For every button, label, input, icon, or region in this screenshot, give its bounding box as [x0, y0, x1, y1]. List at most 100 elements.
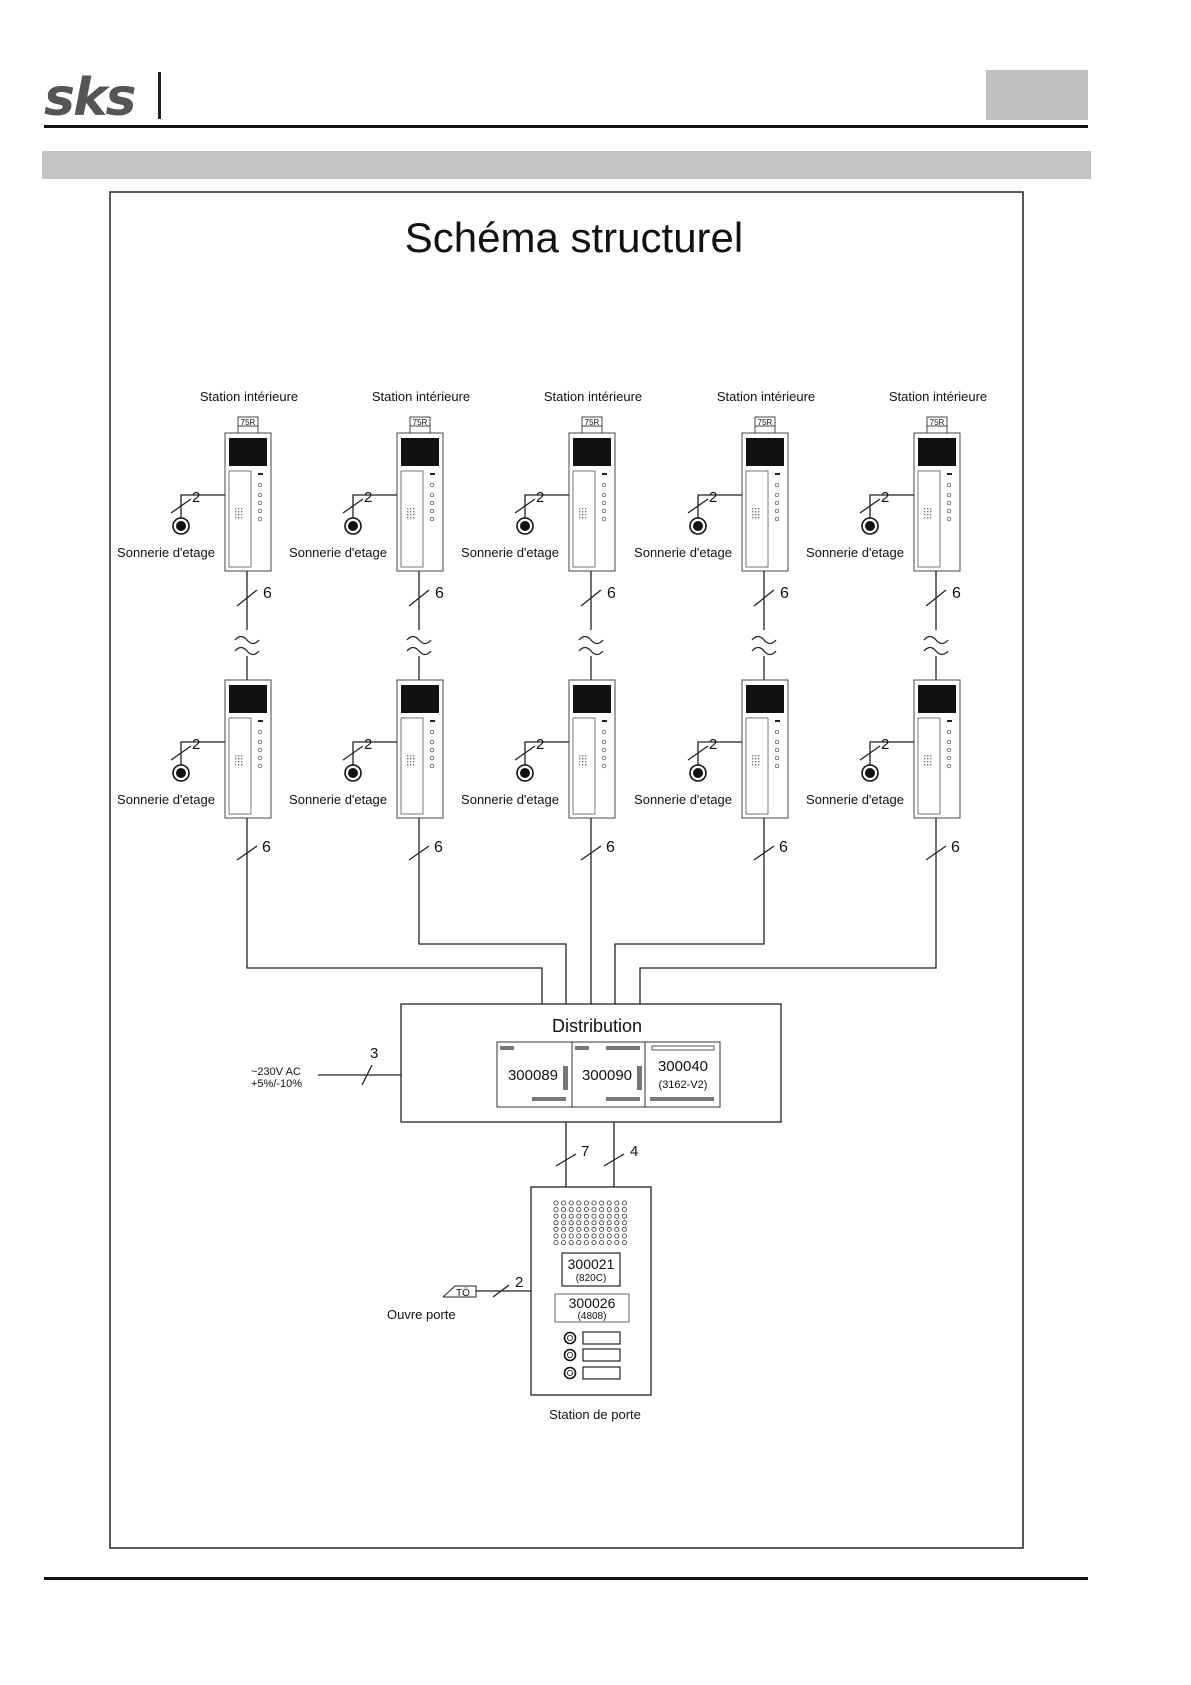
trunk-wire-count: 6 — [779, 839, 788, 856]
speaker-hole — [606, 1226, 612, 1232]
indoor-station-mic-dot — [752, 755, 754, 757]
terminating-resistor — [754, 416, 776, 427]
speaker-hole — [591, 1233, 597, 1239]
door-opener: 2 TÖ Ouvre porte — [387, 1274, 531, 1322]
indoor-station-button — [774, 492, 780, 498]
indoor-station-mic-dot — [927, 508, 929, 510]
bell-wire-count: 2 — [881, 736, 889, 753]
speaker-hole — [553, 1200, 559, 1206]
speaker-hole — [599, 1200, 605, 1206]
indoor-station-mic-dot — [930, 514, 932, 516]
indoor-station-mic-dot — [924, 758, 926, 760]
speaker-hole — [583, 1233, 589, 1239]
indoor-station-button — [257, 516, 263, 522]
indoor-station-screen — [746, 438, 784, 466]
indoor-station-mic-dot — [235, 755, 237, 757]
bell-wire-tick — [342, 498, 364, 514]
door-module-2-label: 300026 — [569, 1295, 616, 1311]
speaker-grille — [553, 1200, 627, 1246]
indoor-station-handset — [572, 470, 596, 568]
indoor-station-handset — [745, 470, 769, 568]
bell-wire-count: 2 — [192, 736, 200, 753]
module-300090-label: 300090 — [582, 1067, 632, 1084]
indoor-station-mic-dot — [585, 517, 587, 519]
indoor-station-mic-dot — [413, 758, 415, 760]
indoor-station-mic-dot — [930, 758, 932, 760]
indoor-station-mic-dot — [582, 514, 584, 516]
indoor-station-mic-dot — [238, 761, 240, 763]
indoor-station-handset — [745, 717, 769, 815]
indoor-station-label: Station intérieure — [200, 389, 298, 404]
speaker-hole — [606, 1213, 612, 1219]
indoor-station-mic-dot — [758, 511, 760, 513]
call-button-3 — [563, 1366, 577, 1380]
speaker-hole — [599, 1213, 605, 1219]
speaker-hole — [606, 1200, 612, 1206]
indoor-station-mic-dot — [585, 508, 587, 510]
indoor-station-button — [257, 755, 263, 761]
floor-bell-core — [176, 521, 186, 531]
indoor-station-led — [258, 720, 263, 722]
trunk-wire-count: 6 — [951, 839, 960, 856]
indoor-station-mic-dot — [924, 755, 926, 757]
trunk-wire-tick — [580, 845, 602, 861]
speaker-hole — [583, 1220, 589, 1226]
indoor-station-button — [429, 739, 435, 745]
indoor-station-mic-dot — [582, 508, 584, 510]
bell-wire — [352, 741, 397, 765]
indoor-station-button — [257, 482, 263, 488]
indoor-station-mic-dot — [927, 517, 929, 519]
speaker-hole — [561, 1240, 567, 1246]
indoor-station-mic-dot — [235, 514, 237, 516]
indoor-station-handset — [917, 717, 941, 815]
indoor-station-mic-dot — [582, 755, 584, 757]
speaker-hole — [599, 1220, 605, 1226]
terminating-resistor-label: 75R — [758, 418, 773, 427]
indoor-station-button — [429, 500, 435, 506]
indoor-station-led — [947, 720, 952, 722]
floor-bell-label: Sonnerie d'etage — [634, 792, 732, 807]
indoor-station-mic-dot — [755, 517, 757, 519]
speaker-hole — [553, 1226, 559, 1232]
indoor-station-mic-dot — [582, 761, 584, 763]
indoor-station-mic-dot — [927, 514, 929, 516]
indoor-station-button — [946, 492, 952, 498]
indoor-station-mic-dot — [582, 511, 584, 513]
indoor-station-mic-dot — [758, 758, 760, 760]
terminating-resistor-label: 75R — [585, 418, 600, 427]
module-300040-sublabel: (3162-V2) — [659, 1079, 708, 1091]
indoor-station-mic-dot — [582, 758, 584, 760]
indoor-station-screen — [229, 685, 267, 713]
speaker-hole — [606, 1233, 612, 1239]
indoor-station-mic-dot — [755, 761, 757, 763]
indoor-station-mic-dot — [582, 764, 584, 766]
indoor-station-mic-dot — [241, 755, 243, 757]
diagram-title: Schéma structurel — [405, 214, 743, 261]
indoor-station-mic-dot — [924, 511, 926, 513]
speaker-hole — [561, 1200, 567, 1206]
bell-wire-tick — [514, 498, 536, 514]
indoor-station-mic-dot — [238, 758, 240, 760]
indoor-station-button — [429, 763, 435, 769]
indoor-station-mic-dot — [407, 508, 409, 510]
indoor-station-mic-dot — [755, 508, 757, 510]
indoor-station-button — [429, 508, 435, 514]
speaker-hole — [614, 1240, 620, 1246]
call-button-core — [567, 1335, 574, 1342]
indoor-station-mic-dot — [930, 511, 932, 513]
indoor-station-mic-dot — [410, 761, 412, 763]
distribution-box: Distribution 300089 300090 300040 (3162-… — [400, 1003, 782, 1123]
speaker-hole — [614, 1207, 620, 1213]
speaker-hole — [568, 1240, 574, 1246]
speaker-hole — [576, 1226, 582, 1232]
bell-wire — [352, 494, 397, 518]
speaker-hole — [599, 1233, 605, 1239]
indoor-station-mic-dot — [924, 514, 926, 516]
indoor-station-mic-dot — [752, 764, 754, 766]
door-station: 300021 (820C) 300026 (4808) Station de p… — [530, 1186, 652, 1422]
floor-bell-core — [520, 768, 530, 778]
call-buttons — [563, 1331, 621, 1380]
indoor-station-screen — [401, 685, 439, 713]
